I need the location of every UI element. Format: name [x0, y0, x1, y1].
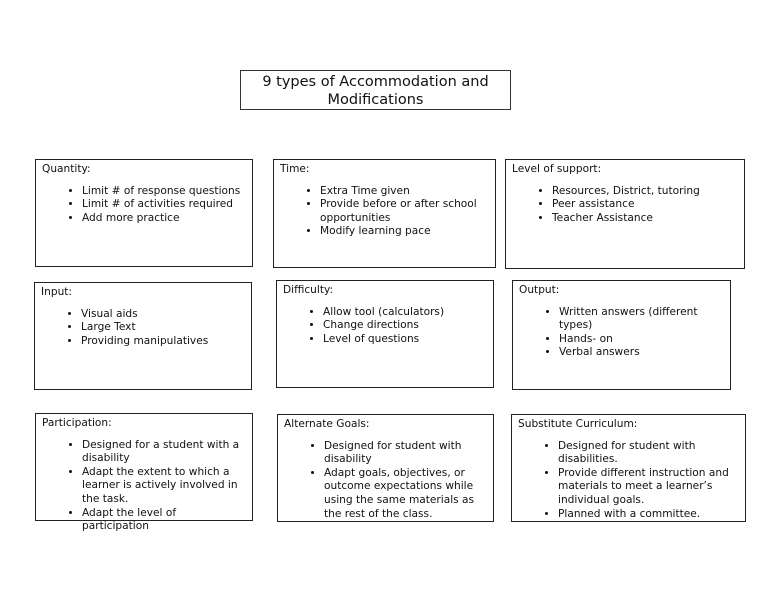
box-output: Output: Written answers (different types)… [512, 280, 731, 390]
box-heading: Participation: [42, 417, 112, 429]
box-alternate-goals: Alternate Goals: Designed for student wit… [277, 414, 494, 522]
list-item: Verbal answers [559, 346, 724, 360]
box-heading: Time: [280, 163, 310, 175]
list-item: Peer assistance [552, 198, 738, 212]
box-heading: Alternate Goals: [284, 418, 370, 430]
list-item: Limit # of response questions [82, 185, 246, 199]
list-item: Teacher Assistance [552, 212, 738, 226]
box-participation: Participation: Designed for a student wit… [35, 413, 253, 532]
box-heading: Substitute Curriculum: [518, 418, 638, 430]
list-item: Provide different instruction and materi… [558, 467, 739, 508]
list-item: Written answers (different types) [559, 306, 724, 333]
bullet-list: Resources, District, tutoringPeer assist… [512, 185, 738, 226]
list-item: Change directions [323, 319, 487, 333]
box-heading: Input: [41, 286, 73, 298]
box-quantity: Quantity: Limit # of response questionsLi… [35, 159, 253, 267]
list-item: Adapt goals, objectives, or outcome expe… [324, 467, 487, 521]
list-item: Large Text [81, 321, 245, 335]
list-item: Providing manipulatives [81, 335, 245, 349]
box-heading: Quantity: [42, 163, 91, 175]
box-heading: Output: [519, 284, 560, 296]
bullet-list: Limit # of response questionsLimit # of … [42, 185, 246, 226]
list-item: Level of questions [323, 333, 487, 347]
box-level-of-support: Level of support: Resources, District, tu… [505, 159, 745, 269]
bullet-list: Designed for student with disabilityAdap… [284, 440, 487, 522]
bullet-list: Written answers (different types)Hands- … [519, 306, 724, 360]
box-time: Time: Extra Time givenProvide before or a… [273, 159, 496, 268]
bullet-list: Visual aidsLarge TextProviding manipulat… [41, 308, 245, 349]
list-item: Extra Time given [320, 185, 489, 199]
bullet-list: Designed for a student with a disability… [42, 439, 246, 534]
bullet-list: Extra Time givenProvide before or after … [280, 185, 489, 239]
box-substitute-curriculum: Substitute Curriculum: Designed for stude… [511, 414, 746, 522]
list-item: Hands- on [559, 333, 724, 347]
list-item: Planned with a committee. [558, 508, 739, 522]
bullet-list: Allow tool (calculators)Change direction… [283, 306, 487, 347]
document-title: 9 types of Accommodation and Modificatio… [240, 70, 511, 110]
list-item: Resources, District, tutoring [552, 185, 738, 199]
list-item: Designed for a student with a disability [82, 439, 246, 466]
list-item: Add more practice [82, 212, 246, 226]
bullet-list: Designed for student with disabilities.P… [518, 440, 739, 522]
list-item: Provide before or after school opportuni… [320, 198, 489, 225]
box-difficulty: Difficulty: Allow tool (calculators)Chang… [276, 280, 494, 388]
list-item: Visual aids [81, 308, 245, 322]
list-item: Designed for student with disability [324, 440, 487, 467]
list-item: Adapt the level of participation [82, 507, 246, 534]
list-item: Modify learning pace [320, 225, 489, 239]
list-item: Limit # of activities required [82, 198, 246, 212]
list-item: Designed for student with disabilities. [558, 440, 739, 467]
box-heading: Level of support: [512, 163, 602, 175]
box-input: Input: Visual aidsLarge TextProviding man… [34, 282, 252, 390]
box-heading: Difficulty: [283, 284, 334, 296]
list-item: Allow tool (calculators) [323, 306, 487, 320]
list-item: Adapt the extent to which a learner is a… [82, 466, 246, 507]
